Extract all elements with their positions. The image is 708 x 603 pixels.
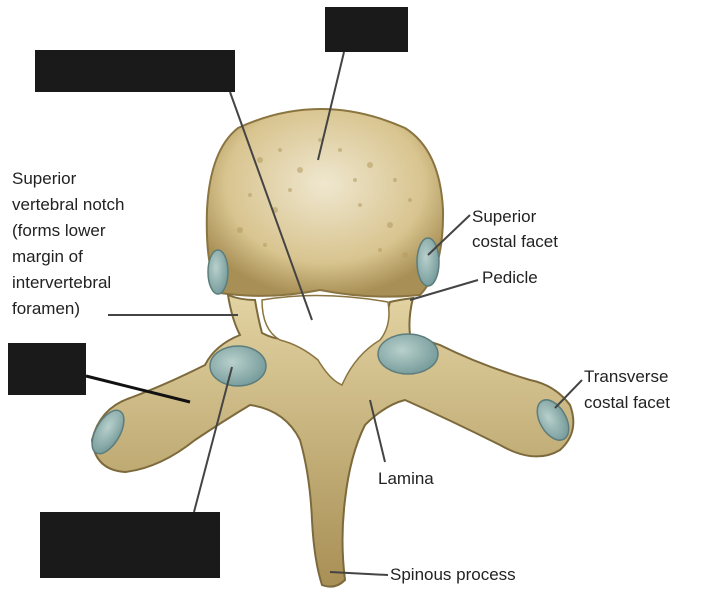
label-superior-vertebral-notch: Superior vertebral notch (forms lower ma… [12,169,125,318]
transverse-costal-facet-left [91,409,125,455]
cancellous-texture [237,138,412,258]
leader-bottom-left [193,366,233,513]
superior-costal-facet-right [416,237,440,287]
leader-spinous-process [329,571,389,576]
superior-costal-facet-left [207,249,229,295]
leader-pedicle [409,279,479,301]
leader-lamina [369,399,386,463]
label-lamina: Lamina [378,469,434,488]
hidden-label-box-bottom-left [40,512,220,578]
superior-articular-facet-left [209,345,267,387]
vertebral-foramen [261,294,390,386]
leader-superior-costal-facet [427,214,471,256]
leader-lines [85,51,583,576]
label-transverse-costal-facet: Transverse costal facet [584,367,670,412]
label-pedicle: Pedicle [482,268,538,287]
superior-articular-facet-right [377,333,439,375]
leader-transverse-costal-facet [554,379,583,409]
label-superior-costal-facet: Superior costal facet [472,207,558,251]
hidden-label-box-top-left [35,50,235,92]
hidden-label-box-mid-left [8,343,86,395]
hidden-label-box-top-center [325,7,408,52]
leader-top-left [229,91,313,321]
vertebral-body [205,108,445,298]
leader-mid-left [85,374,191,404]
label-spinous-process: Spinous process [390,565,516,584]
transverse-costal-facet-right [536,399,570,441]
leader-top-center [317,51,345,161]
